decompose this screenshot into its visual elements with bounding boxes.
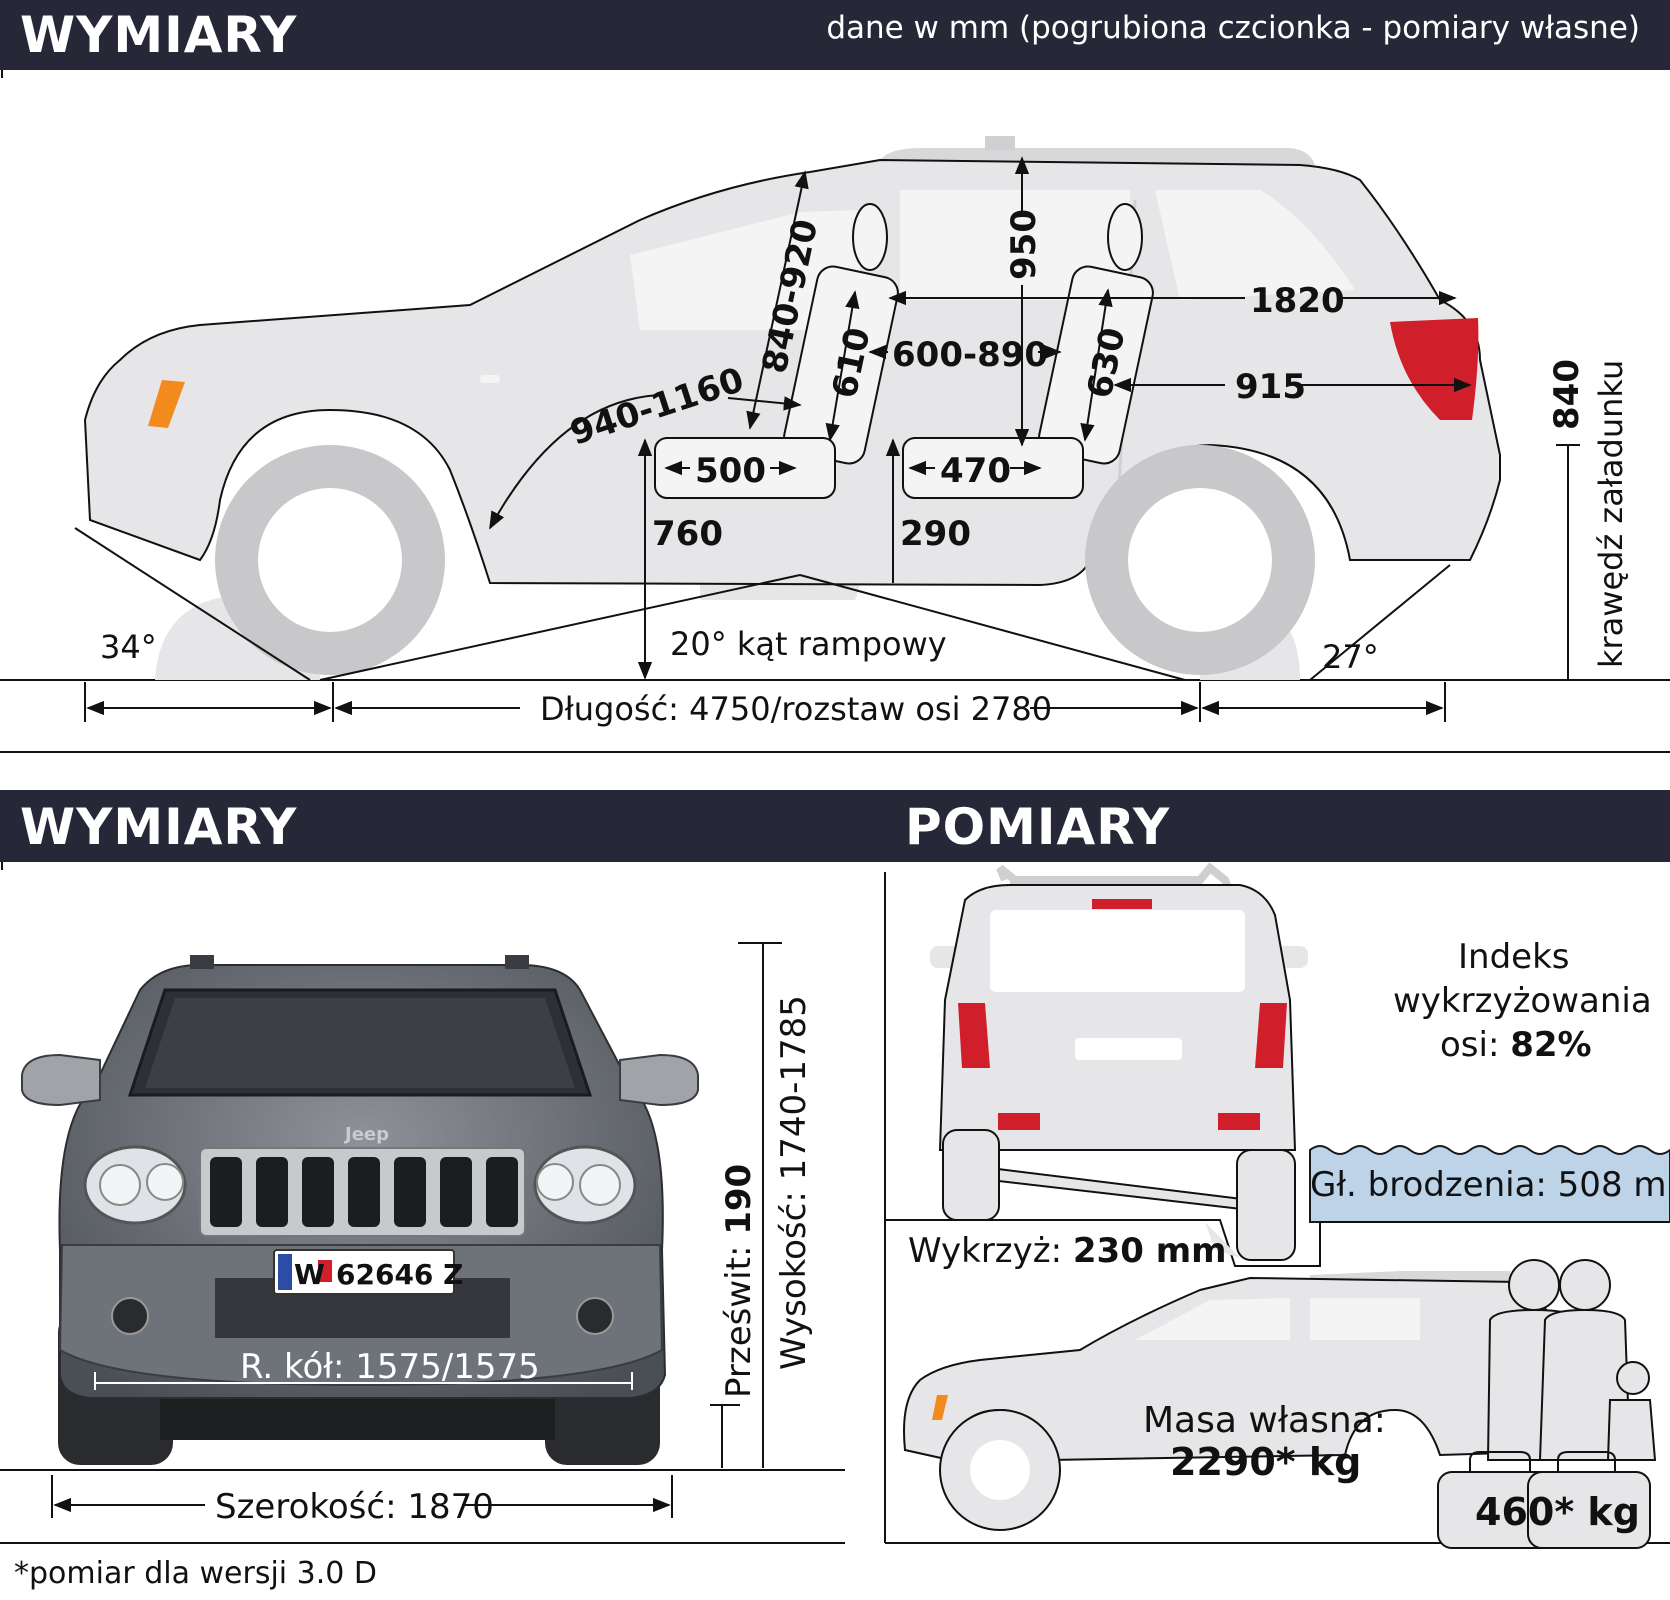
mass-car xyxy=(903,1271,1602,1531)
twist-value: 230 mm xyxy=(1073,1231,1227,1271)
index-line2: wykrzyżowania xyxy=(1393,981,1652,1021)
plate-number: 62646 Z xyxy=(336,1258,463,1291)
cargo-length-max-label: 1820 xyxy=(1250,281,1345,321)
payload-value: 460* kg xyxy=(1475,1490,1640,1534)
rear-headrest xyxy=(1107,203,1143,271)
clearance-text: Prześwit: 190 xyxy=(719,1164,759,1398)
front-seat-depth-label: 500 xyxy=(695,451,766,491)
passengers-icon xyxy=(1486,1259,1657,1461)
right-mirror xyxy=(619,1053,699,1107)
index-line3-text: osi: 82% xyxy=(1440,1025,1592,1065)
left-tail-light xyxy=(958,1003,990,1068)
departure-angle-line xyxy=(1309,564,1451,681)
height-label: Wysokość: 1740-1785 xyxy=(774,995,814,1370)
load-edge-value: 840 xyxy=(1547,359,1587,430)
ramp-line-front xyxy=(319,574,801,681)
front-headrest xyxy=(852,203,888,271)
index-value: 82% xyxy=(1510,1025,1591,1065)
track-label: R. kół: 1575/1575 xyxy=(240,1347,540,1387)
length-label: Długość: 4750/rozstaw osi 2780 xyxy=(540,690,1052,728)
mass-value: 2290* kg xyxy=(1170,1440,1361,1484)
wading-label: Gł. brodzenia: 508 mm xyxy=(1310,1165,1670,1205)
cargo-length-label: 915 xyxy=(1235,367,1306,407)
rear-seat-cushion xyxy=(902,437,1084,499)
rear-window xyxy=(900,190,1130,300)
mass-label: Masa własna: xyxy=(1143,1400,1386,1441)
twist-label: Wykrzyż: xyxy=(908,1231,1073,1271)
third-brake-light xyxy=(1092,899,1152,909)
rear-legroom-label: 600-890 xyxy=(892,335,1048,375)
width-label: Szerokość: 1870 xyxy=(215,1487,494,1527)
svg-text:wykrzyżowania: wykrzyżowania xyxy=(1393,981,1652,1021)
clearance-value: 190 xyxy=(719,1164,759,1235)
approach-angle-line xyxy=(74,527,311,681)
right-fog-light xyxy=(576,1297,614,1335)
index-line1: Indeks xyxy=(1458,937,1569,977)
plate-prefix: W xyxy=(294,1258,325,1291)
approach-angle-label: 34° xyxy=(100,628,157,666)
front-indicator xyxy=(148,380,185,428)
clearance-label: Prześwit: xyxy=(719,1235,759,1398)
rear-seat-depth-label: 470 xyxy=(940,451,1011,491)
left-mirror xyxy=(21,1053,101,1107)
front-seat-height-label: 760 xyxy=(652,514,723,554)
water-level xyxy=(1309,1145,1670,1223)
top-title: WYMIARY xyxy=(20,6,298,64)
rear-headroom-label: 950 xyxy=(1004,209,1044,280)
front-seat-cushion xyxy=(654,437,836,499)
terrain-line xyxy=(885,1219,1670,1267)
left-fog-light xyxy=(111,1297,149,1335)
load-edge-label: krawędź załadunku xyxy=(1592,360,1630,668)
rear-view-car xyxy=(930,862,1308,1261)
right-tail-light xyxy=(1255,1003,1287,1068)
footnote: *pomiar dla wersji 3.0 D xyxy=(14,1556,378,1591)
tail-light xyxy=(1390,318,1479,420)
front-view: Jeep xyxy=(0,862,845,1544)
brand-badge: Jeep xyxy=(343,1124,389,1145)
right-rear-wheel xyxy=(1236,1149,1296,1261)
twist-text: Wykrzyż: 230 mm xyxy=(908,1231,1227,1271)
cargo-window xyxy=(1155,190,1355,300)
units-note: dane w mm (pogrubiona czcionka - pomiary… xyxy=(826,10,1640,46)
svg-text:Indeks: Indeks xyxy=(1458,937,1569,977)
bottom-left-title: WYMIARY xyxy=(20,798,298,856)
side-view: 940-1160 840-920 610 600-890 950 630 182… xyxy=(0,70,1670,753)
index-line3: osi: xyxy=(1440,1025,1510,1065)
offroad-panel: Indeks wykrzyżowania osi: 82% Gł. brodze… xyxy=(884,862,1670,1549)
top-header-bar: WYMIARY dane w mm (pogrubiona czcionka -… xyxy=(0,0,1670,70)
grille xyxy=(199,1147,526,1237)
bottom-header-bar: WYMIARY POMIARY TERENOWE/MASY xyxy=(0,790,1670,914)
license-plate: W 62646 Z xyxy=(273,1249,463,1295)
rear-seat-height-label: 290 xyxy=(900,514,971,554)
departure-angle-label: 27° xyxy=(1322,638,1379,676)
left-rear-wheel xyxy=(942,1129,1000,1221)
ramp-angle-label: 20° kąt rampowy xyxy=(670,625,947,663)
luggage-icon xyxy=(1437,1451,1651,1549)
ramp-line-rear xyxy=(799,574,1186,681)
